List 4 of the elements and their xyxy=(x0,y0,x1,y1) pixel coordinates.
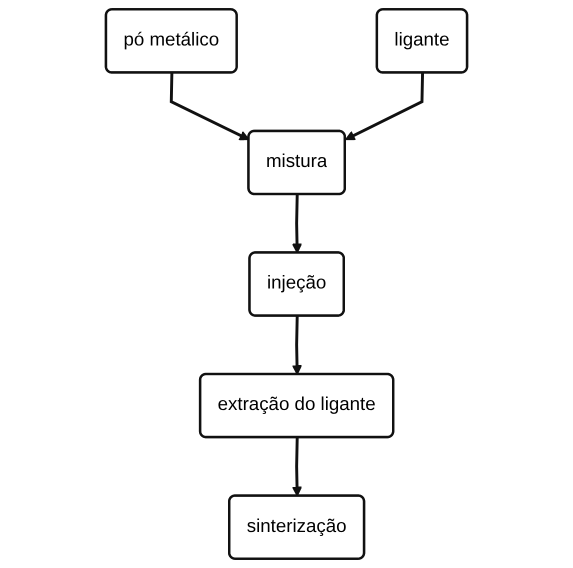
arrow xyxy=(292,438,302,497)
arrow xyxy=(292,194,302,254)
arrow xyxy=(344,73,424,140)
arrow xyxy=(170,73,250,140)
